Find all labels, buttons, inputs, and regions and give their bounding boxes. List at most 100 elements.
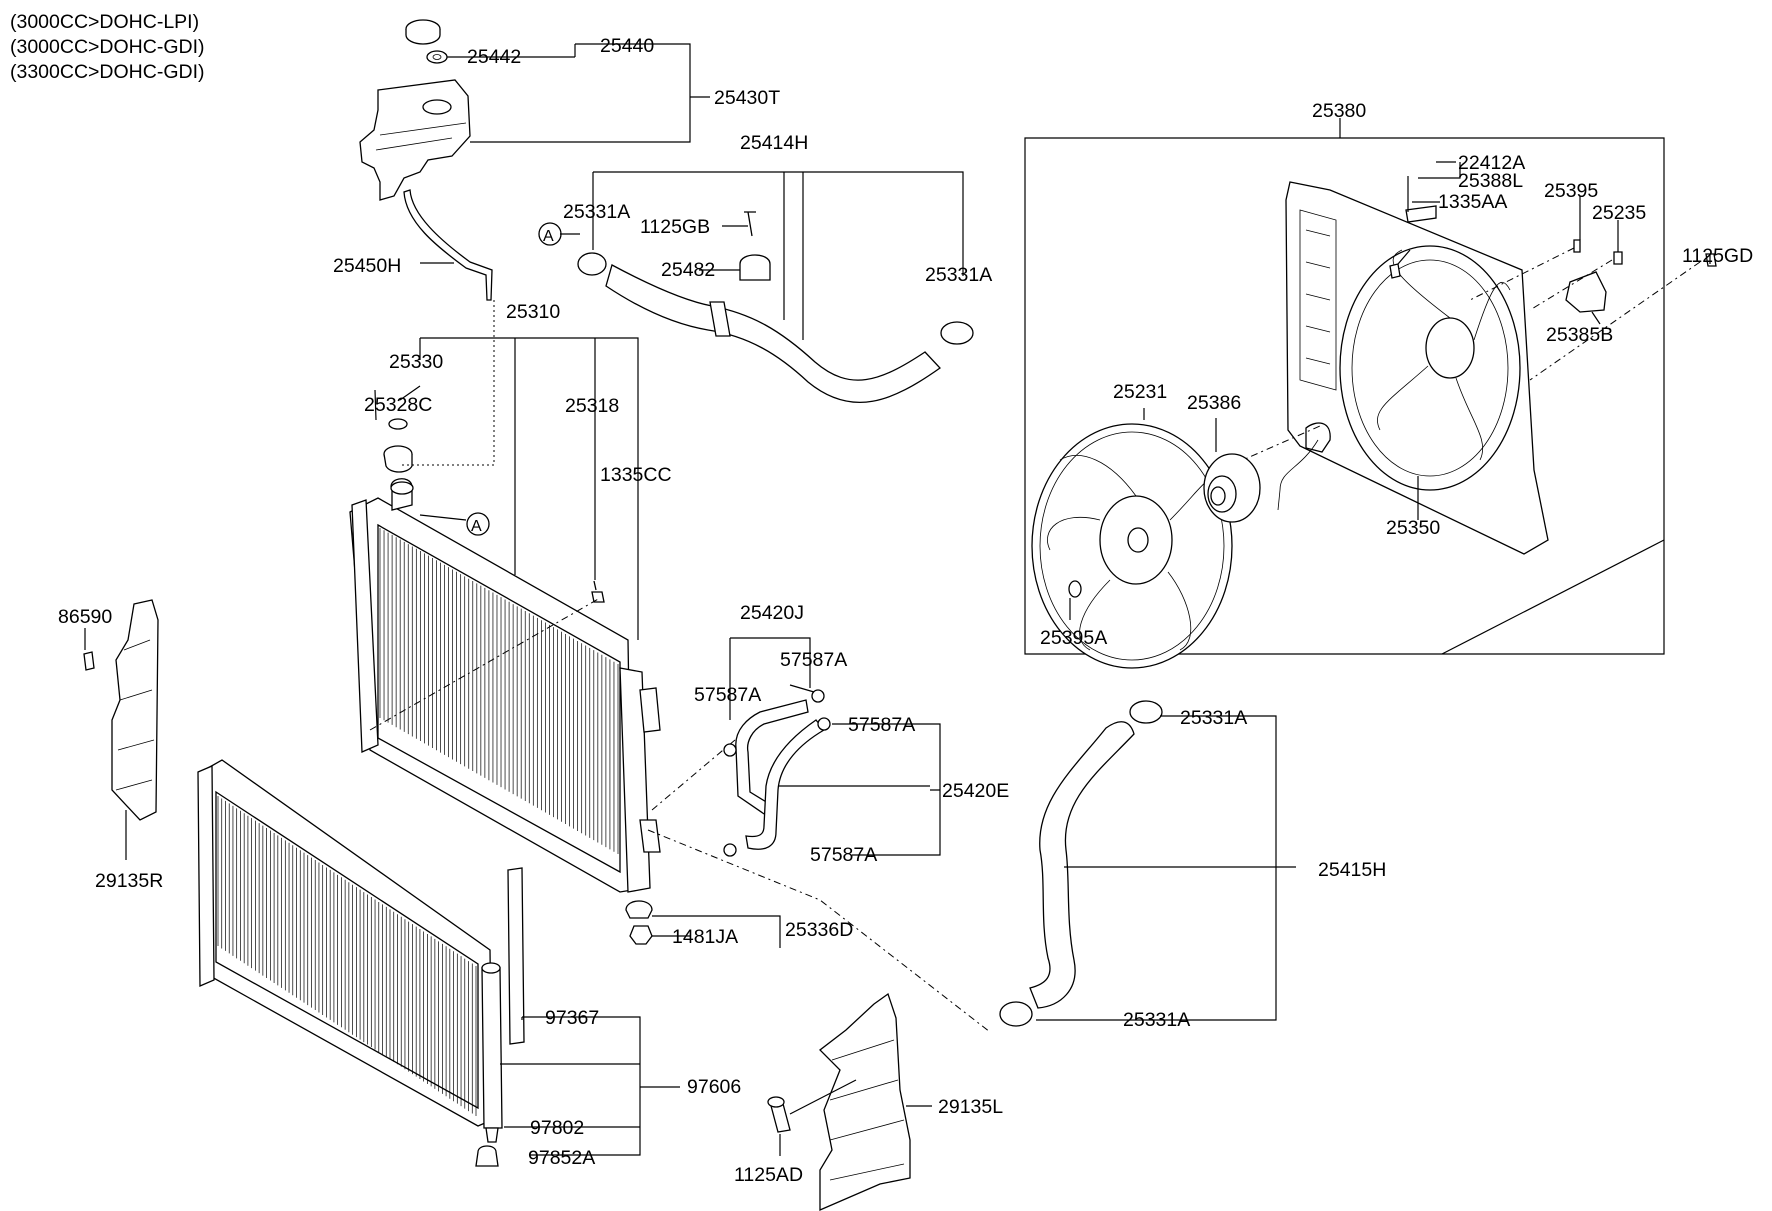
hose-clip-icon [817, 717, 831, 731]
label-25450H: 25450H [333, 255, 401, 277]
label-25330: 25330 [389, 351, 443, 373]
label-25328C: 25328C [364, 394, 432, 416]
reservoir-tank-assembly [359, 19, 493, 301]
label-25331A-lower-bottom: 25331A [1123, 1009, 1190, 1031]
overflow-hose-icon [403, 189, 493, 301]
label-25380: 25380 [1312, 100, 1366, 122]
engine-notes: (3000CC>DOHC-LPI) (3000CC>DOHC-GDI) (330… [10, 11, 205, 83]
label-29135R: 29135R [95, 870, 163, 892]
label-57587A-a: 57587A [780, 649, 847, 671]
hose-clamp-icon [940, 321, 974, 345]
cooling-fan-assembly [1031, 423, 1261, 669]
label-1335AA: 1335AA [1438, 191, 1507, 213]
label-25420J: 25420J [740, 602, 804, 624]
label-25331A-upper-left: 25331A [563, 201, 630, 223]
label-1481JA: 1481JA [672, 926, 738, 948]
shroud-ring-icon [1339, 245, 1521, 491]
air-guard-right-assembly [83, 599, 159, 821]
motor-connector-icon [1305, 422, 1331, 453]
air-guard-right-icon [111, 599, 159, 821]
label-25420E: 25420E [942, 780, 1009, 802]
resistor-25385b-icon [1565, 271, 1607, 313]
label-29135L: 29135L [938, 1096, 1003, 1118]
upper-radiator-hose-icon [605, 264, 941, 404]
heater-hose-assembly [723, 689, 831, 857]
heater-hose-leaders [729, 637, 941, 856]
fan-shroud-assembly [1277, 181, 1717, 555]
label-97802: 97802 [530, 1117, 584, 1139]
note-2: (3000CC>DOHC-GDI) [10, 36, 205, 58]
condenser-assembly [197, 759, 525, 1167]
screw-25318-icon [593, 580, 597, 591]
fan-leaders [1069, 408, 1217, 620]
hose-clip-icon [811, 689, 825, 703]
condenser-leaders [500, 1016, 680, 1156]
label-25395A: 25395A [1040, 627, 1107, 649]
lower-radiator-hose-icon [1029, 721, 1135, 1009]
air-guard-left-leaders [779, 1079, 932, 1156]
heater-hose-upper-icon [735, 699, 809, 819]
label-1125AD: 1125AD [734, 1164, 803, 1186]
bracket-22412a-icon [1405, 205, 1437, 223]
hose-clip-icon [723, 743, 737, 757]
fan-assembly-frame [1024, 137, 1665, 655]
label-25318: 25318 [565, 395, 619, 417]
lower-hose-leaders [1036, 715, 1296, 1021]
label-1125GB: 1125GB [640, 216, 710, 238]
upper-hose-assembly: A [538, 211, 974, 404]
callout-a-label: A [543, 228, 554, 245]
callout-a-label-2: A [471, 518, 482, 535]
condenser-seal-icon [507, 867, 525, 1045]
reservoir-leaders [420, 43, 691, 264]
receiver-drier-icon [481, 967, 503, 1129]
frame-corner [1441, 539, 1665, 655]
label-97606: 97606 [687, 1076, 741, 1098]
label-25388L: 25388L [1458, 170, 1523, 192]
hose-clip-icon [723, 843, 737, 857]
label-97852A: 97852A [528, 1147, 595, 1169]
upper-hose-leaders [560, 171, 964, 340]
hose-clamp-icon [577, 252, 607, 276]
label-25430T: 25430T [714, 87, 780, 109]
label-25386: 25386 [1187, 392, 1241, 414]
cap-gasket-icon [388, 418, 408, 430]
fan-shroud-frame [1024, 118, 1665, 655]
label-25331A-lower-top: 25331A [1180, 707, 1247, 729]
note-3: (3300CC>DOHC-GDI) [10, 61, 205, 83]
screw-25395-icon [1573, 239, 1581, 253]
label-57587A-d: 57587A [810, 844, 877, 866]
cap-seal-icon [426, 50, 448, 64]
label-57587A-c: 57587A [848, 714, 915, 736]
heater-hose-lower-icon [745, 719, 825, 850]
hose-clamp-icon [1129, 700, 1163, 724]
clip-1335cc-icon [591, 591, 605, 603]
label-25385B: 25385B [1546, 324, 1613, 346]
label-25442: 25442 [467, 46, 521, 68]
label-25336D: 25336D [785, 919, 853, 941]
air-guard-left-assembly [767, 992, 911, 1211]
radiator-mount-bushing-icon [625, 900, 653, 919]
note-1: (3000CC>DOHC-LPI) [10, 11, 199, 33]
air-guard-left-icon [819, 992, 911, 1211]
clip-1335aa-icon [1389, 263, 1401, 279]
hose-clip-icon [739, 254, 771, 281]
label-25350: 25350 [1386, 517, 1440, 539]
lower-hose-assembly [999, 700, 1163, 1027]
screw-25235-icon [1613, 251, 1623, 265]
label-25482: 25482 [661, 259, 715, 281]
label-1125GD: 1125GD [1682, 245, 1753, 267]
label-25415H: 25415H [1318, 859, 1386, 881]
label-1335CC: 1335CC [600, 464, 672, 486]
bolt-1125gb-icon [744, 211, 756, 237]
label-25414H: 25414H [740, 132, 808, 154]
label-25440: 25440 [600, 35, 654, 57]
label-25231: 25231 [1113, 381, 1167, 403]
label-25235: 25235 [1592, 202, 1646, 224]
reservoir-tank-icon [359, 79, 471, 201]
condenser-mount-bushing-icon [475, 1145, 499, 1167]
radiator-lower-bushing-icon [629, 925, 653, 945]
label-25310: 25310 [506, 301, 560, 323]
label-86590: 86590 [58, 606, 112, 628]
label-97367: 97367 [545, 1007, 599, 1029]
